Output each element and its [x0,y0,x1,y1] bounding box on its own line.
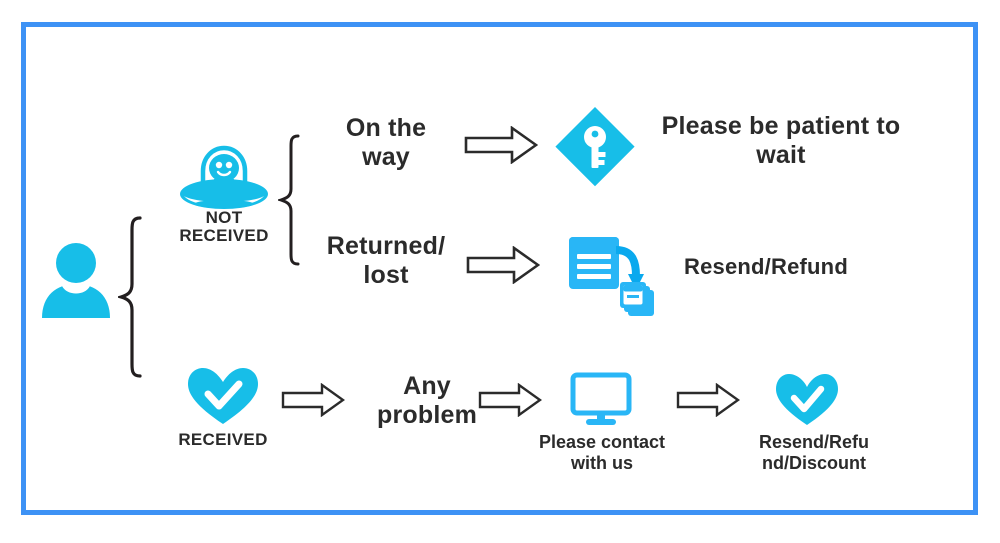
not-received-caption-line1: NOT [205,208,243,227]
not-received-brace [278,134,302,268]
right-arrow-icon [478,383,542,417]
right-arrow-icon [676,383,740,417]
not-received-caption-line2: RECEIVED [179,226,269,245]
step-label-please-contact: Please contact with us [538,432,666,473]
right-arrow-icon [281,383,345,417]
received-caption: RECEIVED [178,430,268,449]
right-arrow-icon [464,126,538,164]
person-icon [40,240,112,318]
ufo-icon [176,138,272,218]
monitor-icon [570,372,632,428]
case-label-returned-lost: Returned/ lost [326,232,446,289]
root-brace [118,216,144,378]
key-diamond-icon [552,104,638,190]
heart-check-icon [774,372,840,428]
step-label-any-problem: Any problem [376,372,478,429]
document-copy-icon [566,234,658,322]
heart-check-icon [186,366,260,428]
result-text-please-be-patient: Please be patient to wait [661,112,901,169]
step-label-resend-refund-discount: Resend/Refu nd/Discount [758,432,870,473]
result-text-resend-refund: Resend/Refund [684,254,848,279]
right-arrow-icon [466,246,540,284]
case-label-on-the-way: On the way [345,114,427,171]
